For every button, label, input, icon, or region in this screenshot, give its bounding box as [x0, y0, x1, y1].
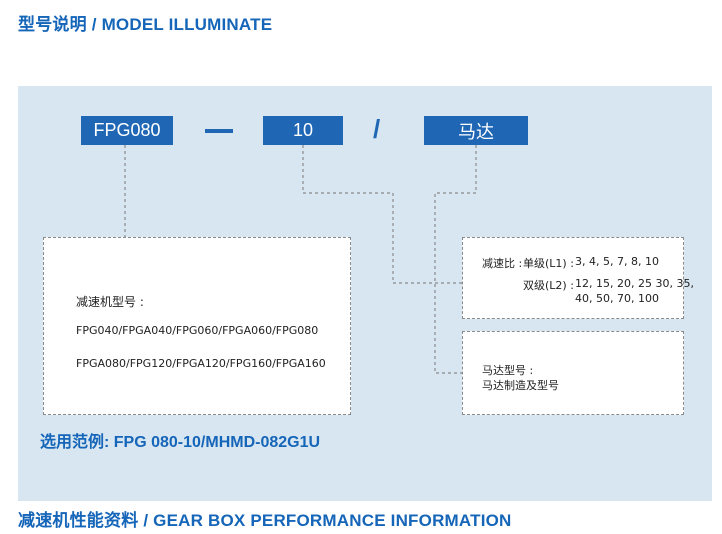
- ratio-code-text: 10: [292, 120, 314, 140]
- double-stage-values-line1: 12, 15, 20, 25 30, 35,: [575, 277, 694, 290]
- code-slash-separator: /: [373, 114, 381, 144]
- single-stage-label: 单级(L1) :: [523, 257, 574, 270]
- reducer-model-list-line1: FPG040/FPGA040/FPG060/FPGA060/FPG080: [76, 324, 319, 337]
- ratio-info-box: 减速比 : 单级(L1) : 3, 4, 5, 7, 8, 10 双级(L2) …: [462, 237, 694, 319]
- motor-code-box: 马达: [424, 116, 528, 145]
- model-code-text: FPG080: [93, 120, 161, 140]
- motor-info-box: 马达型号 : 马达制造及型号: [462, 331, 684, 415]
- single-stage-values: 3, 4, 5, 7, 8, 10: [575, 255, 659, 268]
- ratio-code-box: 10: [263, 116, 343, 145]
- code-dash-separator: [205, 129, 233, 133]
- double-stage-label: 双级(L2) :: [523, 279, 574, 292]
- double-stage-values-line2: 40, 50, 70, 100: [575, 292, 659, 305]
- model-code-box: FPG080: [81, 116, 173, 145]
- connector-motor: [434, 145, 477, 374]
- section-title-model: 型号说明 / MODEL ILLUMINATE: [18, 15, 273, 34]
- section-title-gearbox-performance: 减速机性能资料 / GEAR BOX PERFORMANCE INFORMATI…: [18, 511, 512, 530]
- reducer-model-box: 减速机型号 : FPG040/FPGA040/FPG060/FPGA060/FP…: [43, 237, 351, 415]
- connector-ratio: [302, 145, 462, 284]
- reducer-model-list-line2: FPGA080/FPG120/FPGA120/FPG160/FPGA160: [76, 357, 326, 370]
- motor-code-text: 马达: [458, 121, 494, 142]
- selection-example: 选用范例: FPG 080-10/MHMD-082G1U: [40, 434, 321, 451]
- reducer-model-label: 减速机型号 :: [76, 295, 144, 309]
- motor-model-desc: 马达制造及型号: [482, 379, 559, 392]
- ratio-label: 减速比 :: [482, 257, 523, 270]
- motor-model-label: 马达型号 :: [482, 364, 534, 377]
